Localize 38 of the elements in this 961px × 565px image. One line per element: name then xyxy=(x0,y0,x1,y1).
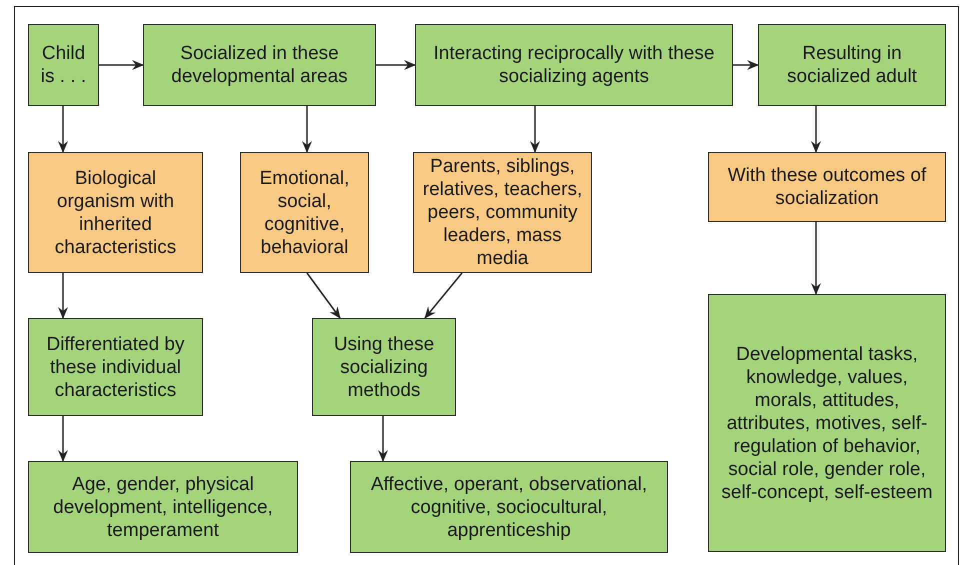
arrow xyxy=(424,272,463,319)
box-text: Differentiated by these individual characteristics xyxy=(45,332,186,402)
box-text: Developmental tasks, knowledge, values, morals, attitudes, attributes, motives, self-regulation of behavior, social role, gender role, self-concept, self-esteem xyxy=(720,342,934,504)
process-box xyxy=(28,461,298,553)
arrow xyxy=(811,106,821,153)
box-text: Child is . . . xyxy=(40,42,88,88)
process-box xyxy=(708,152,946,222)
arrow xyxy=(378,416,388,462)
box-text: Biological organism with inherited characteristics xyxy=(54,166,178,258)
arrow xyxy=(733,60,759,70)
box-text: Socialized in these developmental areas xyxy=(170,42,349,88)
box-text: Resulting in socialized adult xyxy=(786,42,918,88)
process-box xyxy=(28,318,203,416)
process-box xyxy=(708,294,946,552)
process-box xyxy=(240,152,369,273)
arrow xyxy=(58,416,68,462)
process-box xyxy=(143,24,376,106)
box-text: Parents, siblings, relatives, teachers, peers, community leaders, mass media xyxy=(422,155,584,270)
box-text: Interacting reciprocally with these socializing agents xyxy=(432,42,716,88)
arrow xyxy=(306,272,341,319)
arrow xyxy=(811,222,821,295)
process-box xyxy=(312,318,456,416)
arrow xyxy=(376,60,416,70)
arrow xyxy=(530,106,540,153)
box-text: Emotional, social, cognitive, behavioral xyxy=(258,166,350,258)
process-box xyxy=(28,24,99,106)
box-text: With these outcomes of socialization xyxy=(726,164,928,210)
arrow xyxy=(58,106,68,153)
arrow xyxy=(99,60,144,70)
arrow xyxy=(58,273,68,319)
process-box xyxy=(28,152,203,273)
process-box xyxy=(758,24,946,106)
process-box xyxy=(350,461,668,553)
box-text: Age, gender, physical development, intelligence, temperament xyxy=(52,472,274,542)
process-box xyxy=(415,24,733,106)
box-text: Using these socializing methods xyxy=(332,332,436,402)
box-text: Affective, operant, observational, cognitive, sociocultural, apprenticeship xyxy=(370,472,648,542)
arrow xyxy=(302,106,312,153)
